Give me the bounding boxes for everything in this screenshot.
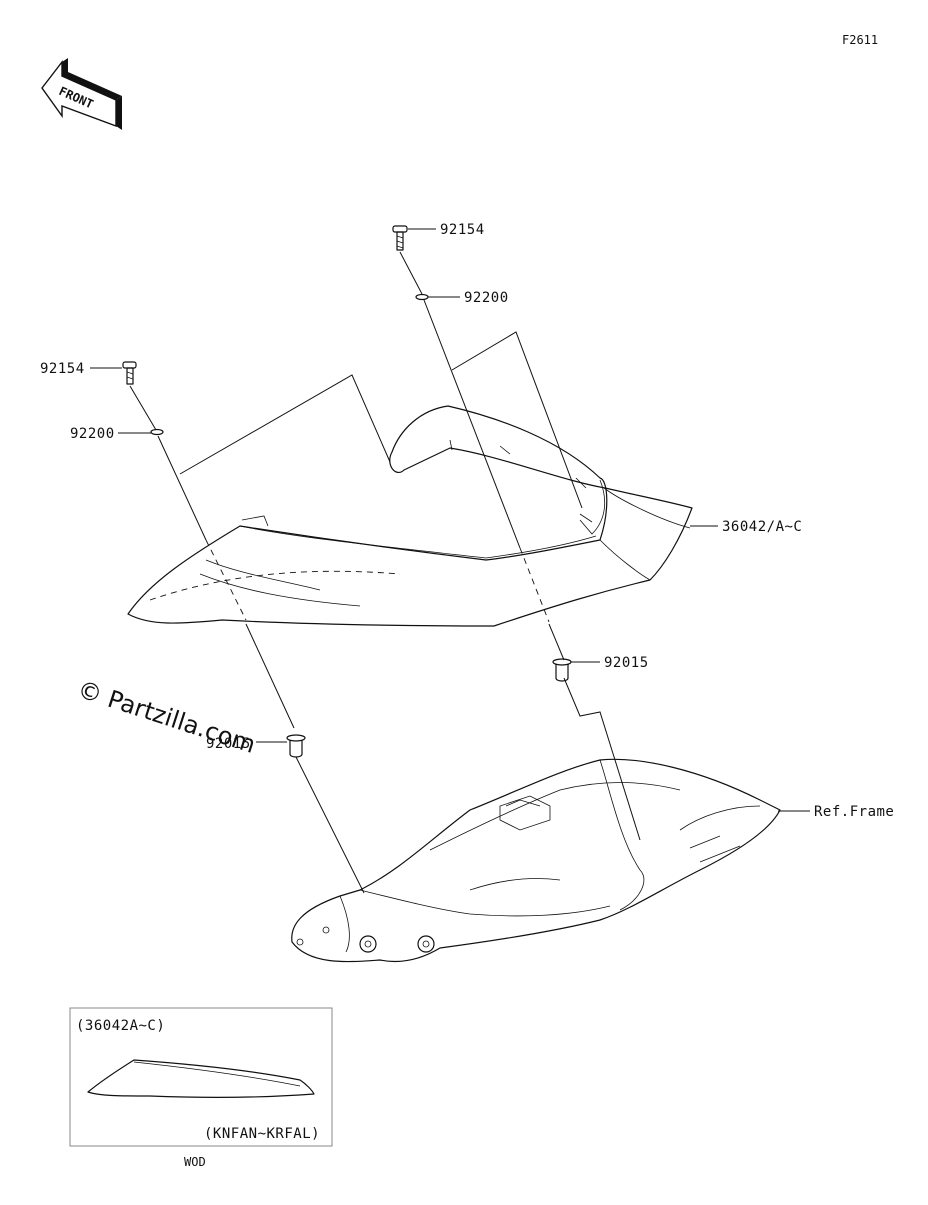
callout-frame: Ref.Frame: [814, 804, 894, 820]
grommet-left: [286, 734, 306, 758]
callout-bolt-right: 92154: [440, 222, 485, 238]
seat-cover-part: [127, 405, 693, 627]
bolt-left: [122, 361, 137, 385]
inset-footer: WOD: [184, 1155, 206, 1169]
washer-right: [415, 293, 429, 301]
reference-frame-part: [291, 758, 781, 963]
callout-grommet-left: 92015: [206, 736, 251, 752]
inset-part-label: (36042A~C): [76, 1018, 165, 1034]
grommet-right: [552, 658, 572, 682]
callout-washer-left: 92200: [70, 426, 115, 442]
washer-left: [150, 428, 164, 436]
callout-grommet-right: 92015: [604, 655, 649, 671]
figure-code: F2611: [842, 33, 878, 47]
front-arrow-icon: FRONT: [41, 58, 122, 130]
variant-inset: (36042A~C) (KNFAN~KRFAL): [69, 1007, 333, 1147]
callout-cover: 36042/A~C: [722, 519, 802, 535]
callout-bolt-left: 92154: [40, 361, 85, 377]
assembly-guide-lines: [129, 251, 641, 894]
inset-cover-part: [87, 1059, 315, 1098]
callout-washer-right: 92200: [464, 290, 509, 306]
bolt-right: [392, 225, 408, 251]
inset-model-label: (KNFAN~KRFAL): [204, 1126, 320, 1142]
